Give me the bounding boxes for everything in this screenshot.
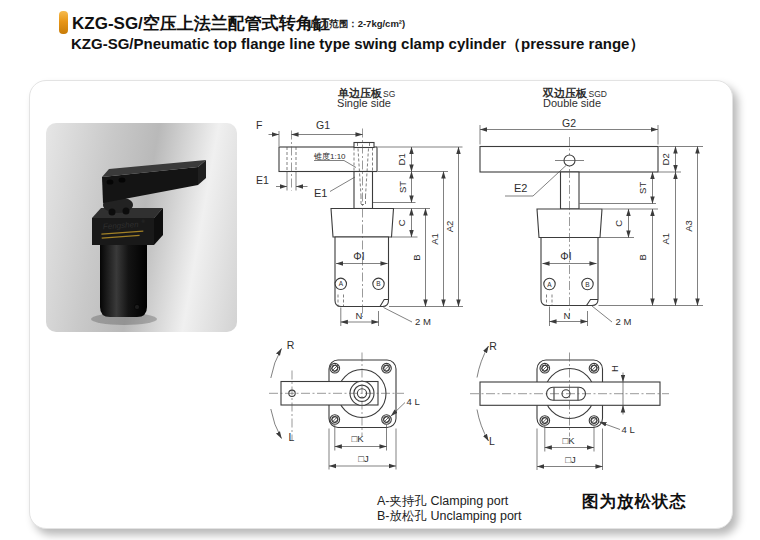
- dim-st: ST: [397, 181, 408, 193]
- dim-c: C: [397, 219, 408, 226]
- dim-j: □J: [565, 454, 576, 465]
- dim-b: B: [638, 254, 649, 260]
- dim-a1: A1: [429, 233, 440, 245]
- dim-k: □K: [562, 435, 575, 446]
- dim-4l: 4 L: [407, 396, 420, 407]
- dim-c: C: [614, 220, 625, 227]
- dim-g2: G2: [562, 117, 576, 129]
- dim-a3: A3: [683, 220, 694, 232]
- page-title-en: KZG-SG/Pneumatic top flange line type sw…: [71, 35, 644, 54]
- single-title-en: Single side: [337, 97, 391, 109]
- dim-f: F: [256, 119, 262, 131]
- single-side-bottom-view: R L 4 L □K □J: [269, 339, 420, 470]
- dim-n: N: [564, 310, 571, 321]
- double-side-front-view: 双边压板 SGD Double side A B ΦI N 2 M G2 E2: [480, 87, 703, 328]
- dim-r: R: [287, 339, 295, 351]
- dim-n: N: [356, 310, 363, 321]
- title-bullet-icon: [59, 11, 68, 34]
- dim-st: ST: [638, 182, 649, 194]
- dim-l: L: [489, 435, 495, 447]
- page-title-note: (压力范围：2-7kg/cm²): [307, 18, 405, 31]
- dim-2m: 2 M: [415, 316, 431, 327]
- dim-e2: E2: [514, 182, 527, 194]
- port-a-label: A: [547, 281, 552, 288]
- dim-e1-rod: E1: [314, 187, 327, 199]
- dim-k: □K: [351, 433, 364, 444]
- dim-g1: G1: [316, 119, 330, 131]
- dim-a2: A2: [444, 221, 455, 233]
- dim-phi: ΦI: [560, 250, 571, 262]
- port-b-label: B: [585, 281, 589, 288]
- page-title-zh: KZG-SG/空压上法兰配管式转角缸: [72, 12, 330, 35]
- dim-h: H: [609, 365, 620, 372]
- dim-e1: E1: [256, 174, 269, 186]
- double-side-bottom-view: R L H 4 L □K □J: [470, 340, 669, 471]
- dim-taper: 锥度1:10: [313, 152, 346, 161]
- dim-2m: 2 M: [616, 316, 632, 327]
- port-b-label: B: [376, 280, 380, 287]
- dim-l: L: [289, 431, 295, 443]
- dim-j: □J: [358, 453, 369, 464]
- port-a-label: A: [339, 280, 344, 287]
- dim-4l: 4 L: [622, 424, 635, 435]
- single-side-front-view: 单边压板 SG Single side A B ΦI: [256, 87, 463, 328]
- dim-a1: A1: [661, 233, 672, 245]
- dim-b: B: [411, 254, 422, 260]
- legend-unclamping-port: B-放松孔 Unclamping port: [377, 508, 522, 525]
- dim-phi: ΦI: [353, 250, 364, 262]
- dim-d2: D2: [661, 153, 672, 165]
- dim-r: R: [489, 340, 497, 352]
- state-note: 图为放松状态: [582, 491, 687, 513]
- double-title-en: Double side: [543, 97, 601, 109]
- dim-d1: D1: [397, 153, 408, 165]
